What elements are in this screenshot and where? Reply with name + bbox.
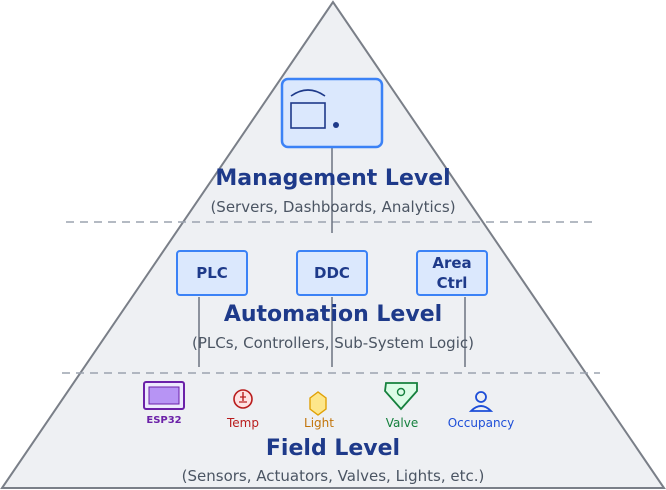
server-icon — [280, 77, 384, 149]
field-level-title: Field Level — [265, 436, 401, 461]
esp32-label: ESP32 — [146, 415, 182, 426]
thermometer-icon — [233, 389, 253, 409]
valve-icon — [384, 382, 418, 411]
ddc-box: DDC — [296, 250, 368, 296]
occupancy-label: Occupancy — [447, 416, 515, 430]
automation-level-subtitle: (PLCs, Controllers, Sub-System Logic) — [192, 334, 474, 352]
person-icon — [468, 391, 494, 412]
plc-box: PLC — [176, 250, 248, 296]
area-ctrl-box: Area Ctrl — [416, 250, 488, 296]
lightbulb-icon — [309, 391, 327, 416]
esp32-board-icon — [143, 381, 185, 410]
field-level-subtitle: (Sensors, Actuators, Valves, Lights, etc… — [181, 467, 485, 485]
management-level-subtitle: (Servers, Dashboards, Analytics) — [210, 198, 456, 216]
automation-level-title: Automation Level — [223, 302, 443, 327]
light-label: Light — [304, 416, 334, 430]
valve-label: Valve — [385, 416, 419, 430]
management-level-title: Management Level — [215, 166, 451, 191]
temp-label: Temp — [227, 416, 259, 430]
